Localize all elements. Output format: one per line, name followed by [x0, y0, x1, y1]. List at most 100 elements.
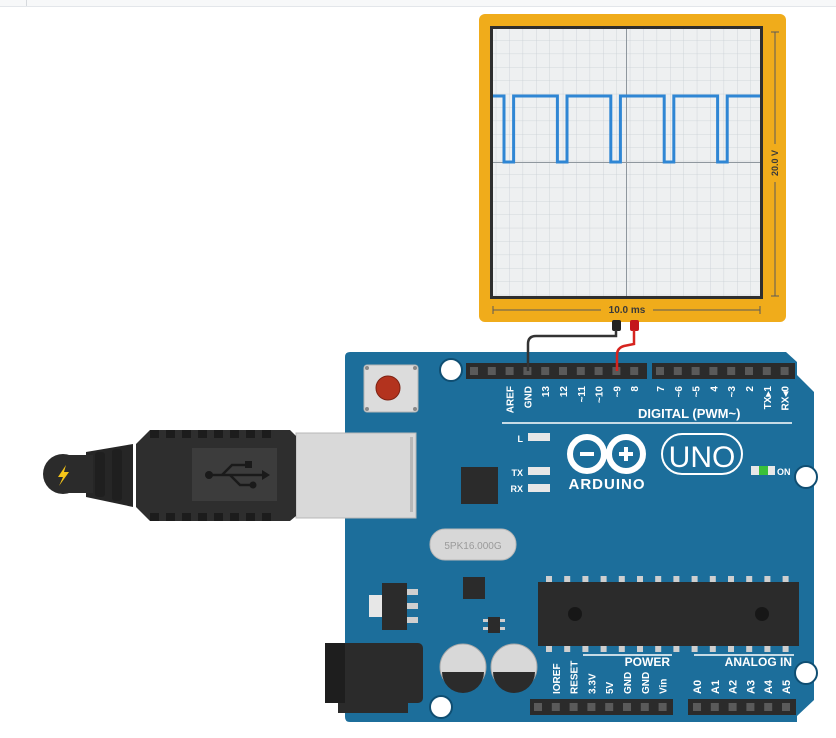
usb-cable-neck — [63, 455, 93, 493]
grip-rib — [198, 430, 207, 438]
chip-leg — [637, 646, 643, 652]
chip-leg — [564, 646, 571, 652]
led-rx — [528, 484, 550, 492]
dc-jack-base — [338, 703, 408, 713]
header-socket[interactable] — [709, 367, 718, 375]
header-socket[interactable] — [656, 367, 664, 375]
header-socket[interactable] — [710, 703, 719, 711]
header-socket[interactable] — [762, 367, 771, 375]
header-socket[interactable] — [640, 703, 649, 711]
oscilloscope[interactable]: 20.0 V 10.0 ms — [479, 14, 786, 331]
digital-pin-label: 13 — [541, 386, 552, 398]
header-socket[interactable] — [587, 703, 596, 711]
chip-leg — [782, 646, 789, 652]
digital-pin-label: AREF — [506, 386, 517, 413]
reset-button-pin — [365, 366, 369, 370]
analog-pin-label: A5 — [781, 680, 793, 694]
header-socket[interactable] — [780, 367, 789, 375]
grip-rib — [166, 513, 175, 521]
chip-leg — [600, 646, 607, 652]
canvas-top-toolbar-edge — [0, 0, 836, 7]
header-socket[interactable] — [534, 703, 542, 711]
digital-pin-label: RX◂0 — [781, 386, 792, 411]
mounting-hole — [439, 358, 463, 382]
signal-wire[interactable] — [615, 330, 636, 371]
chip-leg — [582, 646, 589, 652]
chip-leg — [483, 627, 488, 630]
grip-rib — [214, 430, 223, 438]
chip-leg — [618, 646, 625, 652]
chip-leg — [600, 576, 607, 582]
atmega-dot — [568, 607, 582, 621]
header-socket[interactable] — [487, 367, 496, 375]
dc-power-jack[interactable] — [325, 643, 423, 703]
reset-button-pin — [413, 366, 417, 370]
arduino-logo — [567, 434, 646, 474]
capacitor — [439, 643, 487, 693]
header-socket[interactable] — [505, 367, 514, 375]
header-socket[interactable] — [658, 703, 667, 711]
volts-label-bg — [768, 144, 782, 182]
chip-leg — [564, 576, 571, 582]
header-socket[interactable] — [576, 367, 585, 375]
header-socket[interactable] — [630, 367, 639, 375]
digital-pin-label: ~5 — [692, 386, 703, 398]
header-socket[interactable] — [746, 703, 755, 711]
analog-pin-label: A3 — [745, 680, 757, 694]
header-socket[interactable] — [691, 367, 700, 375]
header-socket[interactable] — [594, 367, 603, 375]
probe-terminal-positive[interactable] — [630, 320, 639, 331]
header-socket[interactable] — [605, 703, 614, 711]
digital-pin-label: ~9 — [612, 386, 623, 398]
header-socket[interactable] — [782, 703, 790, 711]
header-socket[interactable] — [764, 703, 773, 711]
header-socket[interactable] — [673, 367, 682, 375]
chip-leg — [500, 627, 505, 630]
header-socket[interactable] — [470, 367, 478, 375]
grip-rib — [166, 430, 175, 438]
digital-pin-label: ~3 — [727, 386, 738, 398]
reset-button-pin — [365, 407, 369, 411]
usb-cable[interactable] — [43, 430, 417, 521]
arduino-logo-text: ARDUINO — [569, 476, 646, 493]
tiny-chip — [488, 617, 500, 633]
regulator-leg — [407, 589, 418, 595]
probe-terminal-negative[interactable] — [612, 320, 621, 331]
header-socket[interactable] — [551, 703, 560, 711]
small-chip — [463, 577, 485, 599]
regulator-leg — [407, 603, 418, 609]
chip-leg — [582, 576, 589, 582]
header-socket[interactable] — [727, 367, 736, 375]
header-socket[interactable] — [541, 367, 550, 375]
bottom-header-sockets — [534, 703, 790, 711]
digital-pin-label: 2 — [745, 386, 756, 392]
analog-pin-label: A2 — [728, 680, 740, 694]
capacitor-stripe — [493, 672, 535, 693]
header-socket[interactable] — [745, 367, 753, 375]
reset-button[interactable] — [375, 375, 401, 401]
ground-wire[interactable] — [526, 330, 618, 371]
header-socket[interactable] — [559, 367, 567, 375]
grip-rib — [230, 430, 239, 438]
power-led-label: ON — [777, 467, 791, 477]
crystal-label: 5PK16.000G — [444, 541, 501, 552]
header-socket[interactable] — [728, 703, 737, 711]
grip-rib — [246, 513, 255, 521]
grip-rib — [198, 513, 207, 521]
crystal-oscillator — [429, 528, 517, 561]
led-tx — [528, 467, 550, 475]
usb-controller-chip — [461, 467, 498, 504]
header-socket[interactable] — [569, 703, 578, 711]
chip-leg — [764, 646, 771, 652]
chip-leg — [764, 576, 771, 582]
header-socket[interactable] — [693, 703, 701, 711]
capacitor-stripe — [442, 672, 484, 693]
usb-plug-grip-ribs — [150, 430, 271, 521]
chip-leg — [746, 576, 753, 582]
digital-pin-label: ~11 — [577, 386, 588, 403]
chip-leg — [546, 646, 552, 652]
header-socket[interactable] — [623, 703, 631, 711]
